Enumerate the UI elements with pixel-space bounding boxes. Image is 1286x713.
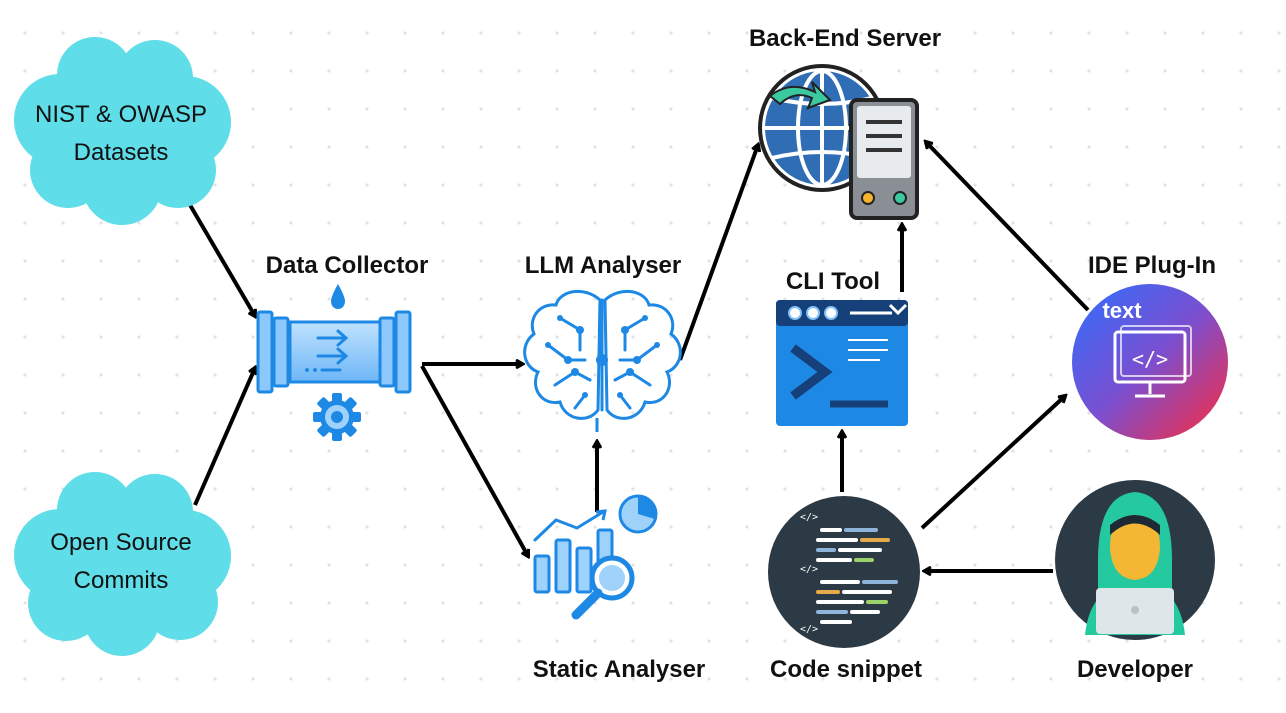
arrow-llm-to-server bbox=[678, 145, 758, 361]
cli-tool-label: CLI Tool bbox=[786, 268, 880, 295]
cloud-nist-line1: NIST & OWASP bbox=[35, 101, 207, 128]
arrow-nist-to-collector bbox=[188, 203, 255, 316]
data-collector-label: Data Collector bbox=[266, 252, 429, 279]
ide-plugin-label: IDE Plug-In bbox=[1088, 252, 1216, 279]
data-collector-pipe-icon bbox=[256, 284, 412, 394]
cloud-nist-line2: Datasets bbox=[74, 139, 169, 166]
static-analyser-chart-icon bbox=[533, 494, 658, 620]
code-snippet-icon: </> </> </> bbox=[768, 496, 920, 648]
ide-plugin-icon: text </> bbox=[1072, 284, 1228, 440]
brain-icon bbox=[523, 289, 682, 432]
cloud-nist-owasp: NIST & OWASP Datasets bbox=[14, 37, 231, 225]
cloud-commits-line1: Open Source bbox=[50, 529, 191, 556]
cloud-open-source-commits: Open Source Commits bbox=[14, 472, 231, 656]
svg-text:</>: </> bbox=[800, 512, 818, 523]
svg-text:</>: </> bbox=[800, 564, 818, 575]
developer-label: Developer bbox=[1077, 656, 1193, 683]
arrow-collector-to-static bbox=[420, 365, 528, 556]
cloud-commits-line2: Commits bbox=[74, 567, 169, 594]
arrows bbox=[188, 142, 1090, 571]
terminal-icon bbox=[776, 300, 908, 426]
arrow-commits-to-collector bbox=[193, 368, 255, 506]
code-snippet-label: Code snippet bbox=[770, 656, 922, 683]
arrow-ide-to-server bbox=[926, 142, 1090, 312]
code-tag-icon: </> bbox=[1132, 347, 1168, 371]
gear-icon bbox=[313, 393, 361, 441]
backend-server-label: Back-End Server bbox=[749, 25, 941, 52]
server-icon bbox=[849, 98, 919, 220]
svg-text:</>: </> bbox=[800, 624, 818, 635]
ide-badge-text: text bbox=[1102, 298, 1142, 323]
llm-analyser-label: LLM Analyser bbox=[525, 252, 681, 279]
static-analyser-label: Static Analyser bbox=[533, 656, 706, 683]
developer-avatar-icon bbox=[1055, 480, 1215, 640]
arrow-snippet-to-ide bbox=[920, 396, 1065, 530]
